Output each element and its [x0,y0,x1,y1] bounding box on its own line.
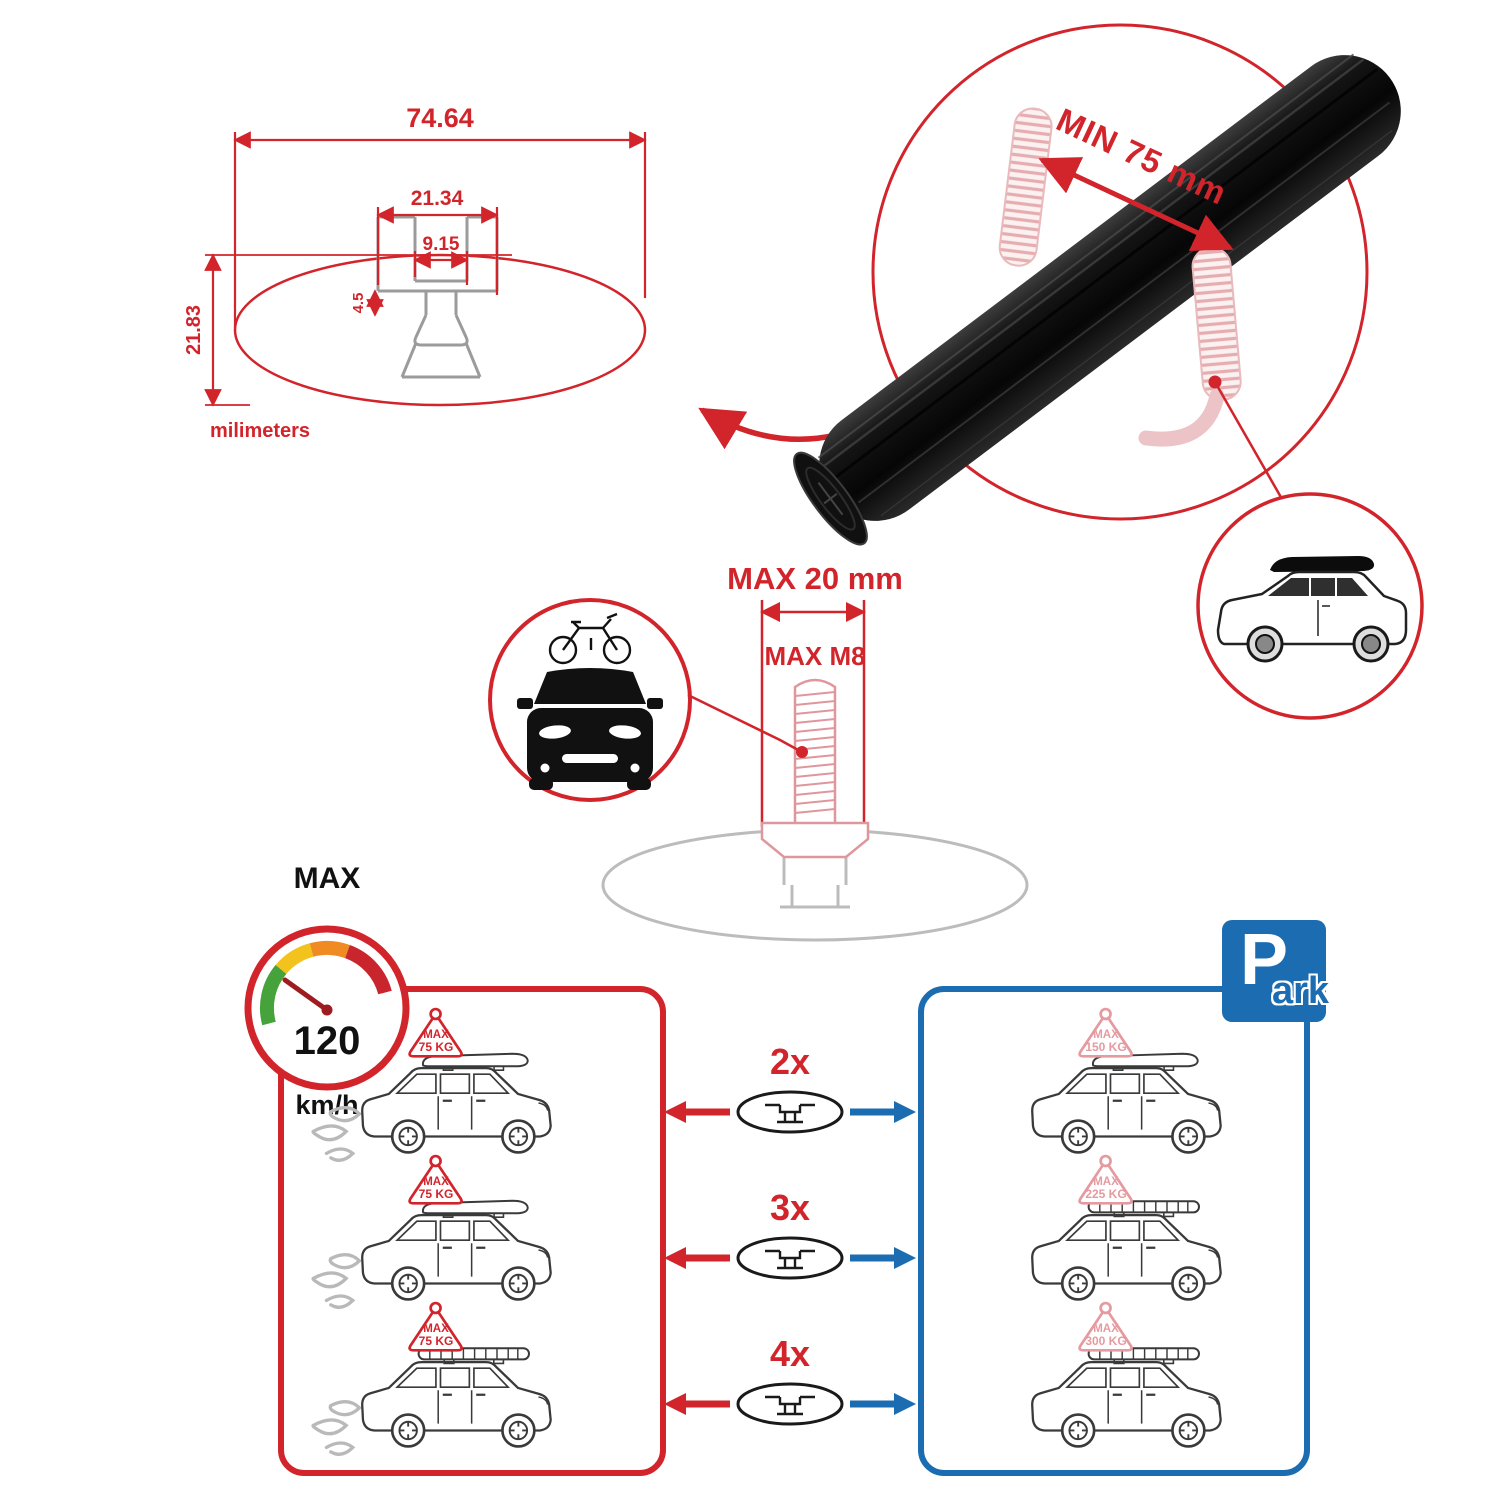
crossbar-cross-section-icon [736,1382,844,1426]
load-tag-label: MAX [1093,1029,1119,1041]
gauge-pivot [321,1004,333,1016]
suv-roofbox-icon [1216,556,1408,663]
crossbar-image [793,53,1401,546]
load-tag-label: MAX [1093,1323,1119,1335]
car-front-with-bike-icon [488,598,692,802]
speed-gauge: MAX 120 km/h [244,862,410,1120]
parked-car-row: MAX 150 KG [975,1007,1315,1180]
dim-units-label: milimeters [210,420,310,442]
dimension-lines [204,131,647,407]
bolt-diagram: MAX 20 mm MAX M8 [601,561,1029,942]
dim-total-width: 74.64 [406,103,474,133]
driving-car-row: MAX 75 KG [311,1154,645,1309]
parking-sign-suffix: ark [1272,970,1330,1012]
speed-gauge-unit: km/h [295,1090,358,1120]
parking-sign-icon: P ark [1222,920,1330,1022]
bar-profile-ellipse [233,253,647,407]
left-arrowhead [664,1393,686,1415]
min-span-arrow [1038,157,1234,251]
load-tag-value: 150 KG [1085,1040,1126,1054]
left-arrowhead [664,1247,686,1269]
driving-car-row: MAX 75 KG [311,1301,645,1456]
parked-car-row: MAX 300 KG [975,1301,1315,1474]
speed-gauge-title: MAX [294,862,361,895]
clamp-hook-icon [1138,388,1225,447]
t-bolt-icon [760,678,870,859]
parking-sign-letter: P [1240,920,1289,1000]
bar-count-row: 3x [664,1187,916,1280]
right-arrowhead [894,1247,916,1269]
left-arrowhead [664,1101,686,1123]
load-tag-label: MAX [423,1323,449,1335]
profile-dimension-drawing: 74.64 21.34 9.15 4.5 21.83 milimeters [183,103,647,442]
load-tag-label: MAX [1093,1176,1119,1188]
car-front-icon [517,668,663,790]
gauge-needle [282,977,330,1013]
driving-car-row: MAX 75 KG [311,1007,645,1162]
bike-icon [548,612,632,665]
load-tag-label: MAX [423,1029,449,1041]
crossbar-cross-section-icon [736,1236,844,1280]
callout-dot [796,746,808,758]
bolt-max-thread-label: MAX M8 [764,641,865,671]
crossbar-closeup: MIN 75 mm [698,23,1424,720]
load-tag-value: 75 KG [419,1040,454,1054]
bar-count-row: 4x [664,1333,916,1426]
bar-count-label: 4x [770,1333,810,1374]
right-arrowhead [894,1101,916,1123]
bolt-max-width-label: MAX 20 mm [727,561,903,596]
dim-lip-depth: 4.5 [350,293,367,314]
slot-outline [780,857,850,909]
load-tag-label: MAX [423,1176,449,1188]
dim-total-height: 21.83 [183,305,205,355]
callout-leader-line [687,693,801,753]
load-tag-value: 75 KG [419,1334,454,1348]
bar-count-label: 2x [770,1041,810,1082]
parked-car-row: MAX 225 KG [975,1154,1315,1327]
crossbar-cross-section-icon [736,1090,844,1134]
load-tag-value: 75 KG [419,1187,454,1201]
load-tag-value: 300 KG [1085,1334,1126,1348]
bar-count-label: 3x [770,1187,810,1228]
dim-outer-width: 21.34 [411,187,464,210]
right-arrowhead [894,1393,916,1415]
dim-inner-width: 9.15 [423,234,460,255]
load-tag-value: 225 KG [1085,1187,1126,1201]
bar-count-row: 2x [664,1041,916,1134]
clamp-strap-icon [998,107,1053,267]
gauge-arc [260,941,392,1026]
speed-gauge-value: 120 [294,1019,361,1063]
bolt-dimension-lines [760,600,866,827]
magnifier-circle [871,23,1369,521]
